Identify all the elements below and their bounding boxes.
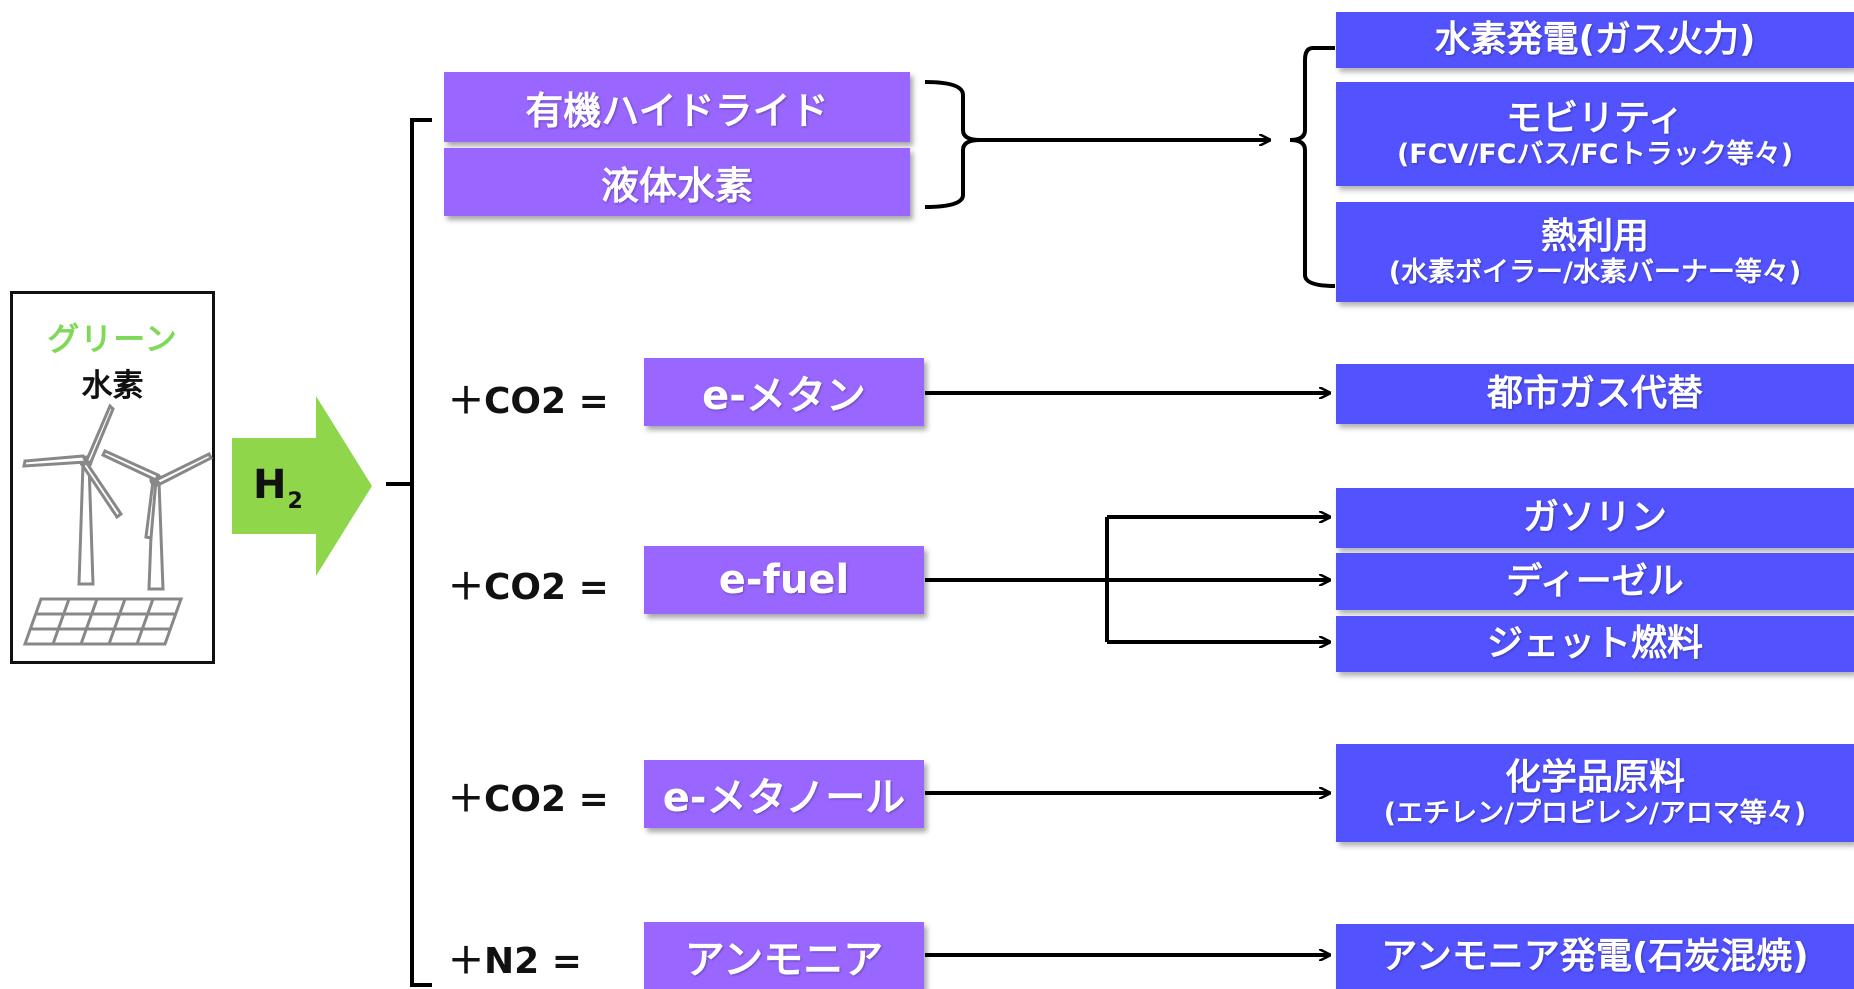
use-heat-label: 熱利用 [1540, 215, 1649, 257]
formula-ammonia: ＋N2 = [448, 941, 582, 982]
green-label: グリーン [47, 320, 178, 358]
use-hydrogen-power-label: 水素発電(ガス火力) [1434, 19, 1756, 61]
use-diesel-label: ディーゼル [1506, 560, 1684, 602]
use-mobility-label: モビリティ [1506, 97, 1684, 139]
use-heat: 熱利用 (水素ボイラー/水素バーナー等々) [1336, 202, 1854, 302]
wind-turbine-icon [22, 403, 214, 591]
carrier-liquid-hydrogen: 液体水素 [444, 148, 910, 216]
solar-panel-icon [22, 597, 184, 646]
use-city-gas-label: 都市ガス代替 [1486, 373, 1703, 415]
formula-methane: ＋CO2 = [448, 381, 609, 422]
carrier-organic-hydride: 有機ハイドライド [444, 72, 910, 142]
use-mobility-detail: (FCV/FCバス/FCトラック等々) [1396, 139, 1794, 171]
use-ammonia-power-label: アンモニア発電(石炭混焼) [1381, 935, 1809, 977]
hydrogen-label: 水素 [81, 368, 144, 404]
use-city-gas: 都市ガス代替 [1336, 364, 1854, 424]
green-hydrogen-box: グリーン 水素 [10, 291, 215, 664]
use-mobility: モビリティ (FCV/FCバス/FCトラック等々) [1336, 82, 1854, 186]
use-chemicals-detail: (エチレン/プロピレン/アロマ等々) [1383, 798, 1807, 830]
formula-fuel: ＋CO2 = [448, 567, 609, 608]
formula-methanol: ＋CO2 = [448, 779, 609, 820]
use-chemicals-label: 化学品原料 [1504, 756, 1685, 798]
use-diesel: ディーゼル [1336, 553, 1854, 610]
main-bracket [410, 118, 432, 987]
use-gasoline: ガソリン [1336, 488, 1854, 548]
h2-label: H2 [253, 462, 303, 514]
use-bracket [1289, 46, 1336, 288]
use-jet-fuel: ジェット燃料 [1336, 616, 1854, 672]
wind-solar-illustration [22, 403, 214, 646]
carrier-bracket [924, 80, 981, 209]
use-heat-detail: (水素ボイラー/水素バーナー等々) [1388, 257, 1802, 289]
product-e-methane: e-メタン [644, 358, 924, 426]
use-hydrogen-power: 水素発電(ガス火力) [1336, 12, 1854, 68]
h2-arrow-icon [232, 396, 372, 576]
use-chemicals: 化学品原料 (エチレン/プロピレン/アロマ等々) [1336, 744, 1854, 842]
product-ammonia: アンモニア [644, 922, 924, 989]
product-e-fuel: e-fuel [644, 546, 924, 614]
use-gasoline-label: ガソリン [1522, 497, 1667, 539]
product-e-methanol: e-メタノール [644, 760, 924, 828]
use-ammonia-power: アンモニア発電(石炭混焼) [1336, 924, 1854, 989]
use-jet-fuel-label: ジェット燃料 [1486, 623, 1703, 665]
